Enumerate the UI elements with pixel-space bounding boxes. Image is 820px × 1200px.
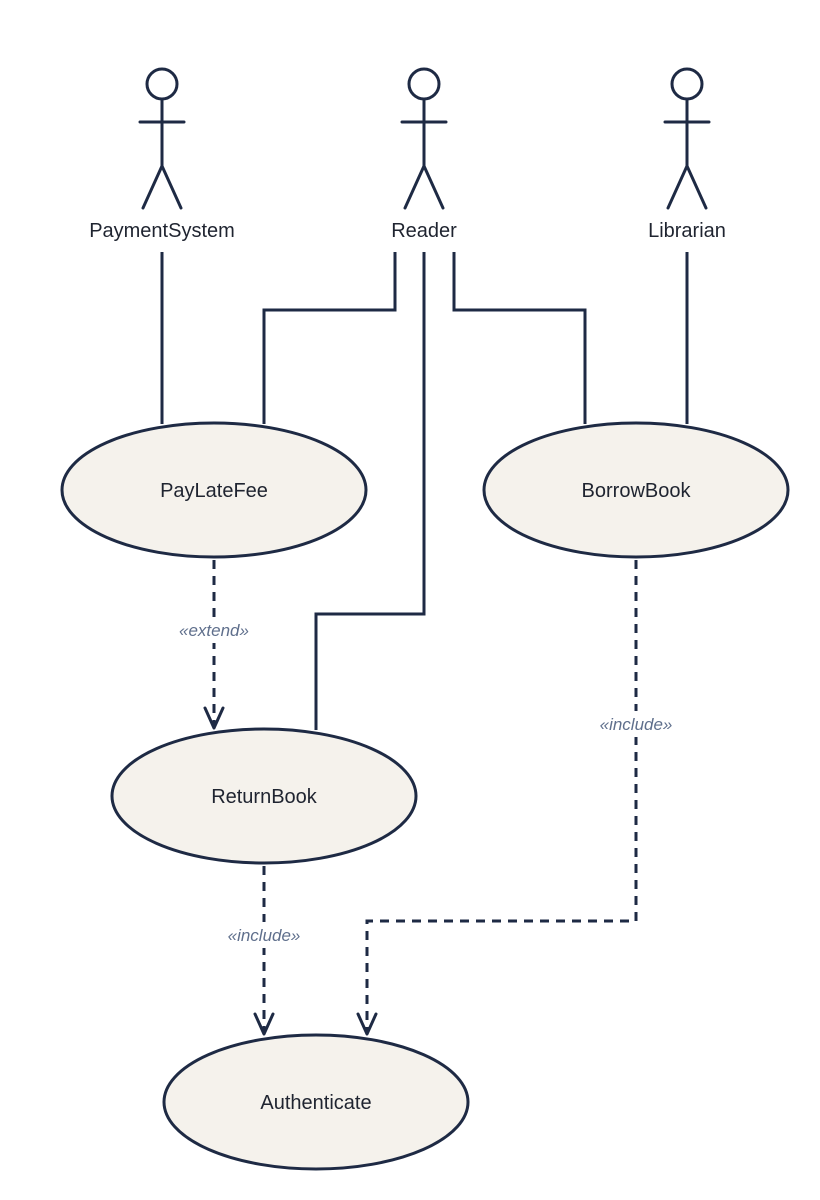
actor-label-reader: Reader <box>391 220 457 242</box>
stick-figure-icon <box>400 67 448 210</box>
use-case-label-authenticate: Authenticate <box>260 1092 371 1114</box>
association-reader-borrow-book <box>452 252 587 424</box>
stick-figure-icon <box>663 67 711 210</box>
include-arrowhead-icon <box>356 1012 378 1036</box>
stick-figure-icon <box>138 67 186 210</box>
include-line-borrow-book-authenticate <box>365 560 638 1032</box>
include-arrowhead-icon <box>253 1012 275 1036</box>
use-case-label-borrow-book: BorrowBook <box>582 480 692 502</box>
actor-librarian: Librarian <box>648 67 726 242</box>
stereotype-label-background <box>588 711 684 737</box>
use-case-return-book: ReturnBook <box>110 727 418 865</box>
actor-payment-system: PaymentSystem <box>89 67 235 242</box>
use-case-borrow-book: BorrowBook <box>482 421 790 559</box>
extend-arrowhead-icon <box>203 706 225 730</box>
stereotype-label-background <box>168 617 260 643</box>
use-case-label-return-book: ReturnBook <box>211 786 318 808</box>
association-reader-return-book <box>314 252 426 730</box>
actor-label-payment-system: PaymentSystem <box>89 220 235 242</box>
use-case-pay-late-fee: PayLateFee <box>60 421 368 559</box>
stereotype-label-include-return: «include» <box>228 926 301 945</box>
stereotype-label-include-borrow: «include» <box>600 715 673 734</box>
actor-label-librarian: Librarian <box>648 220 726 242</box>
actor-reader: Reader <box>391 67 457 242</box>
use-case-authenticate: Authenticate <box>162 1033 470 1171</box>
use-case-label-pay-late-fee: PayLateFee <box>160 480 268 502</box>
stereotype-label-background <box>216 922 312 948</box>
stereotype-label-extend: «extend» <box>179 621 249 640</box>
association-reader-pay-late-fee <box>262 252 397 424</box>
